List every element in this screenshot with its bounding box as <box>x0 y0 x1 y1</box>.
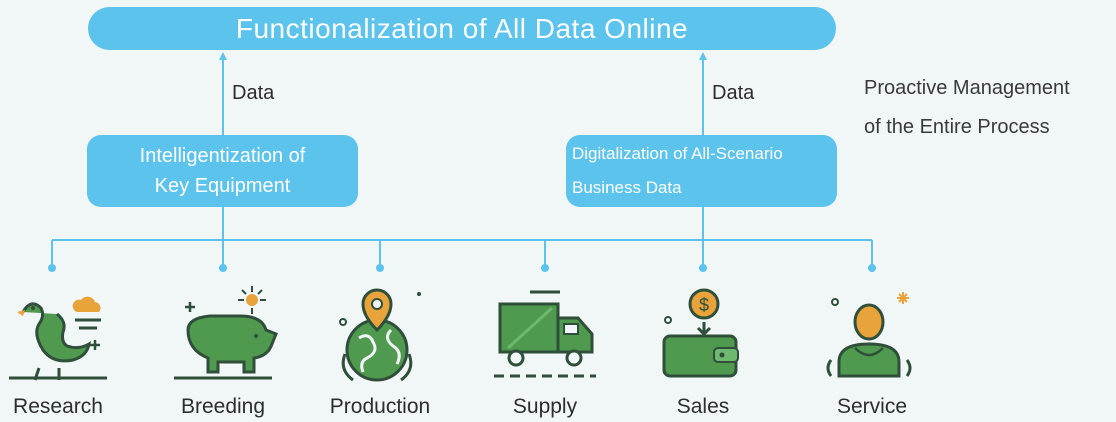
right-box-line2: Business Data <box>572 178 682 197</box>
left-box-line2: Key Equipment <box>154 175 291 197</box>
right-box-line1: Digitalization of All-Scenario <box>572 144 783 163</box>
dot-service <box>868 264 876 272</box>
left-box: Intelligentization of Key Equipment <box>87 135 358 207</box>
globe-location-icon <box>339 288 421 382</box>
category-label-breeding: Breeding <box>180 395 266 418</box>
right-box: Digitalization of All-Scenario Business … <box>566 135 837 207</box>
dot-sales <box>699 264 707 272</box>
side-note-line1: Proactive Management <box>864 77 1070 99</box>
dot-supply <box>541 264 549 272</box>
truck-icon <box>494 290 596 378</box>
category-label-research: Research <box>13 395 103 418</box>
wallet-coin-icon: $ <box>662 288 739 378</box>
left-box-line1: Intelligentization of <box>139 145 306 167</box>
category-label-sales: Sales <box>676 395 730 418</box>
arrowhead-left <box>219 52 227 60</box>
data-label-left: Data <box>232 82 275 104</box>
dot-breeding <box>219 264 227 272</box>
svg-text:$: $ <box>699 295 709 315</box>
title-text: Functionalization of All Data Online <box>235 12 689 44</box>
data-label-right: Data <box>712 82 755 104</box>
person-service-icon <box>826 292 912 378</box>
goose-icon <box>9 296 107 381</box>
title-bar: Functionalization of All Data Online <box>88 7 836 50</box>
arrowhead-right <box>699 52 707 60</box>
pig-icon <box>174 286 278 380</box>
side-note-line2: of the Entire Process <box>864 116 1050 138</box>
category-label-service: Service <box>836 395 908 418</box>
category-label-supply: Supply <box>512 395 578 418</box>
dot-production <box>376 264 384 272</box>
category-label-production: Production <box>329 395 431 418</box>
dot-research <box>48 264 56 272</box>
